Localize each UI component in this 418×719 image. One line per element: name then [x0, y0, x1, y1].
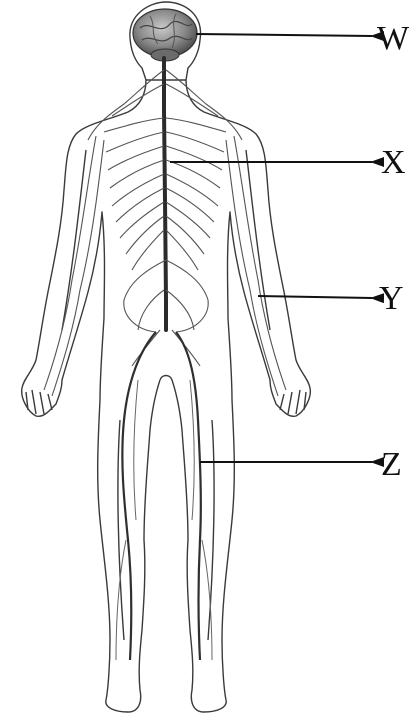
- pointer-arrows: [170, 34, 372, 462]
- arrow-left-icon: [258, 296, 372, 298]
- spinal-cord: [164, 58, 166, 330]
- right-body-outline: [160, 80, 310, 712]
- label-z: Z: [381, 448, 402, 482]
- arrow-left-icon: [196, 34, 372, 36]
- left-body-outline: [22, 80, 160, 712]
- label-x: X: [381, 146, 406, 180]
- brain-icon: [133, 9, 197, 61]
- label-w: W: [377, 22, 409, 56]
- label-y: Y: [379, 282, 404, 316]
